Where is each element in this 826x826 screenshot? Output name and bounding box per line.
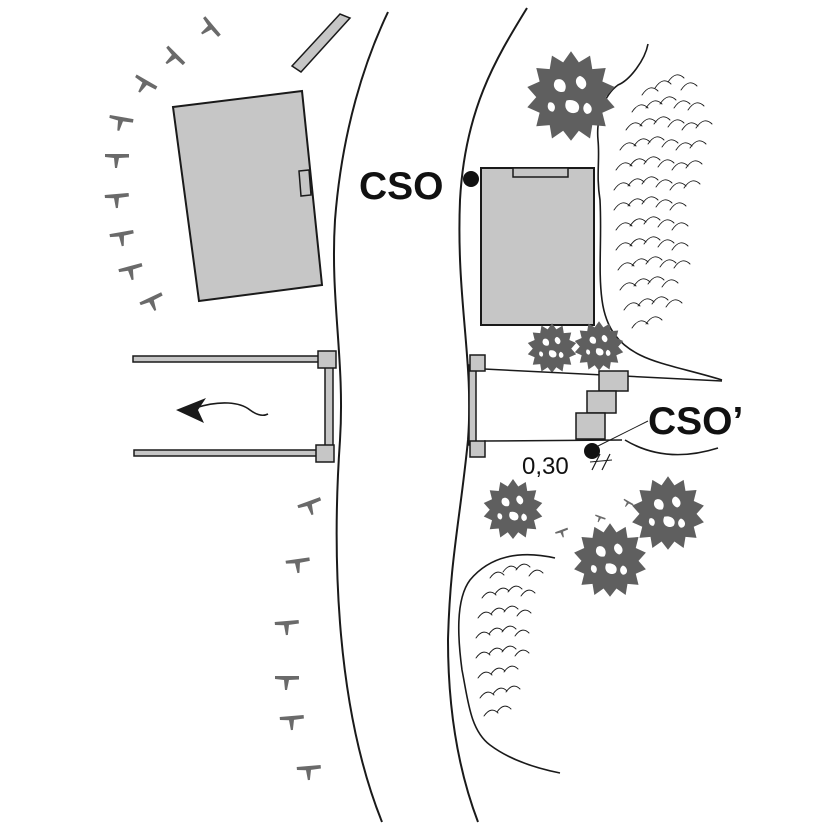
cso-prime-label: CSO’ xyxy=(648,400,743,443)
road-left-edge xyxy=(332,11,389,823)
bridge-west xyxy=(132,350,337,463)
cso-prime-leader xyxy=(597,420,649,447)
slope-hatching-south xyxy=(475,563,544,717)
cso-marker: CSO xyxy=(359,165,479,208)
cso-label: CSO xyxy=(359,165,444,208)
bridge-east xyxy=(468,354,723,458)
flow-arrow-icon xyxy=(176,398,269,423)
measurement-point-icon xyxy=(584,443,600,459)
dimension-tick xyxy=(591,453,601,471)
slope-outline-east xyxy=(596,43,723,381)
road-right-edge xyxy=(446,7,528,823)
building-north-east xyxy=(480,167,595,326)
cso-prime-marker: CSO’ 0,30 xyxy=(522,400,743,480)
slope-outline-south xyxy=(457,553,561,774)
measurement-point-icon xyxy=(463,171,479,187)
dimension-line xyxy=(589,459,613,463)
diagonal-strip xyxy=(290,13,352,73)
building-north-west xyxy=(171,89,324,303)
distance-label: 0,30 xyxy=(522,453,569,480)
slope-hatching-east xyxy=(613,74,713,329)
step-3 xyxy=(575,412,606,440)
dimension-tick xyxy=(601,453,611,471)
slope-outline-east-lower xyxy=(624,439,719,456)
step-2 xyxy=(586,390,617,414)
road xyxy=(332,7,528,823)
step-1 xyxy=(598,370,629,392)
grass-column-south-west xyxy=(274,497,325,782)
